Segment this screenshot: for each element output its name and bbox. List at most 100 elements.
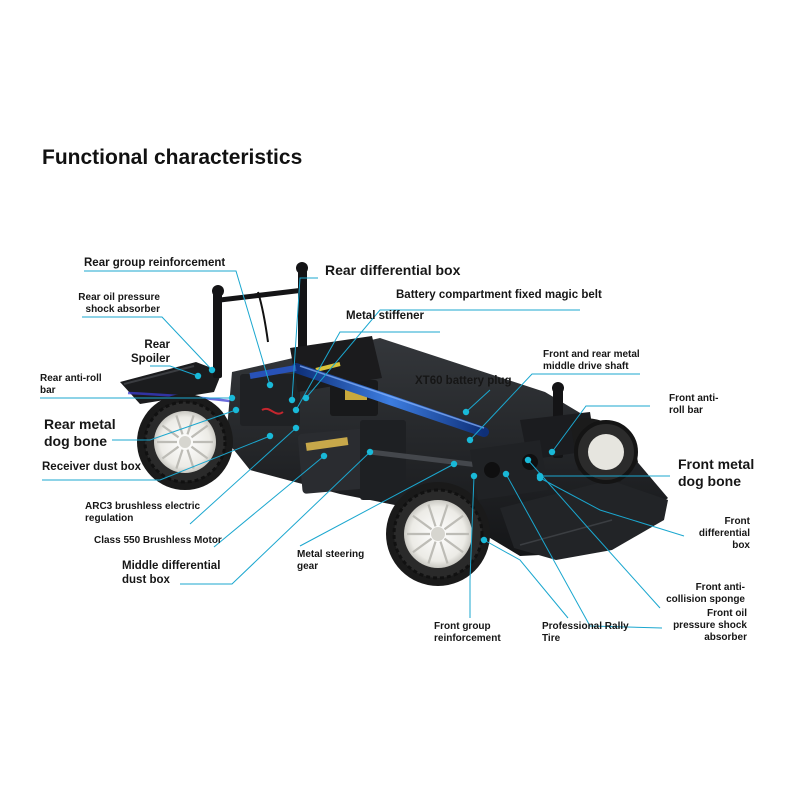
label-rally-tire-line1: Professional Rally [542, 621, 629, 632]
leader-line-front-oil [505, 473, 663, 629]
label-steering-line2: gear [297, 561, 319, 572]
callout-dot-rear-dogbone [232, 406, 240, 414]
label-rear-spoiler-line2: Spoiler [131, 352, 170, 365]
label-arc3-esc: ARC3 brushless electric regulation [85, 501, 200, 525]
label-rear-oil-line2: shock absorber [85, 304, 160, 315]
label-xt60-plug: XT60 battery plug [415, 375, 512, 387]
label-brushless-motor: Class 550 Brushless Motor [94, 535, 222, 546]
label-rear-antiroll: Rear anti-roll bar [40, 373, 102, 397]
leader-line-middle-diff [180, 451, 371, 585]
leader-line-receiver-box [42, 435, 271, 481]
label-rear-spoiler: Rear Spoiler [110, 339, 170, 367]
callout-dot-front-diff [536, 474, 544, 482]
leader-line-front-antiroll [551, 405, 650, 453]
label-rear-oil-line1: Rear oil pressure [78, 292, 160, 303]
callout-dot-rear-oil-shock [208, 366, 216, 374]
leader-line-rear-differential-box [291, 277, 318, 401]
label-rear-group-reinforcement: Rear group reinforcement [84, 257, 226, 269]
callout-dot-rear-antiroll [228, 394, 236, 402]
label-front-dogbone-line1: Front metal [678, 456, 755, 472]
label-sponge-line1: Front anti- [695, 582, 745, 593]
rear-wheel [137, 394, 233, 490]
label-front-oil-shock: Front oil pressure shock absorber [650, 608, 747, 644]
callout-dot-middle-diff [366, 448, 374, 456]
label-rear-spoiler-line1: Rear [144, 339, 170, 351]
label-rally-tire-line2: Tire [542, 633, 561, 644]
leader-line-metal-stiffener [295, 331, 440, 411]
label-rear-dogbone-line1: Rear metal [44, 416, 116, 432]
label-metal-steering-gear: Metal steering gear [297, 549, 364, 573]
label-drive-shaft: Front and rear metal middle drive shaft [543, 349, 640, 373]
label-front-antiroll-line2: roll bar [669, 405, 703, 416]
callout-dot-sponge [524, 456, 532, 464]
leader-line-rear-group-reinforcement [84, 270, 271, 386]
label-drive-shaft-line2: middle drive shaft [543, 361, 629, 372]
label-front-diff-line2: differential [698, 528, 750, 539]
label-front-dog-bone: Front metal dog bone [678, 456, 754, 490]
label-front-anticollision-sponge: Front anti- collision sponge [650, 582, 745, 606]
label-rear-oil-shock: Rear oil pressure shock absorber [60, 292, 160, 316]
label-middle-differential: Middle differential dust box [122, 560, 220, 588]
label-front-group-reinforcement: Front group reinforcement [434, 621, 501, 645]
callout-dot-front-antiroll [548, 448, 556, 456]
leader-line-motor [213, 455, 325, 548]
label-front-antiroll: Front anti- roll bar [669, 393, 718, 417]
label-middle-diff-line1: Middle differential [122, 560, 221, 572]
callout-dot-front-oil [502, 470, 510, 478]
label-arc3-line2: regulation [85, 513, 134, 524]
label-rear-differential-box: Rear differential box [325, 262, 461, 278]
label-front-antiroll-line1: Front anti- [669, 393, 719, 404]
front-left-wheel [386, 482, 490, 586]
label-metal-stiffener: Metal stiffener [346, 310, 424, 322]
leader-line-front-group [469, 475, 475, 618]
callout-dot-steering [450, 460, 458, 468]
label-sponge-line2: collision sponge [666, 594, 745, 605]
label-front-oil-line3: absorber [704, 632, 747, 643]
callout-dot-rear-group-reinforcement [266, 381, 274, 389]
label-receiver-dust-box: Receiver dust box [42, 461, 142, 473]
callout-dot-battery-belt [302, 394, 310, 402]
callout-dot-metal-stiffener [292, 406, 300, 414]
label-front-group-line2: reinforcement [434, 633, 501, 644]
leader-line-rear-oil-shock [82, 316, 213, 371]
label-battery-belt: Battery compartment fixed magic belt [396, 289, 602, 301]
label-rear-antiroll-line1: Rear anti-roll [40, 373, 102, 384]
label-front-dogbone-line2: dog bone [678, 472, 741, 489]
label-front-diff-line3: box [732, 540, 750, 551]
label-front-group-line1: Front group [434, 621, 491, 632]
page-title: Functional characteristics [42, 146, 303, 169]
leader-line-sponge [527, 459, 661, 609]
callout-dot-drive-shaft [466, 436, 474, 444]
label-professional-rally-tire: Professional Rally Tire [542, 621, 629, 645]
label-front-oil-line2: pressure shock [673, 620, 747, 631]
label-front-differential-box: Front differential box [690, 516, 750, 552]
callout-dot-motor [320, 452, 328, 460]
label-steering-line1: Metal steering [297, 549, 365, 560]
label-front-diff-line1: Front [724, 516, 750, 527]
label-front-oil-line1: Front oil [707, 608, 747, 619]
callout-dot-xt60 [462, 408, 470, 416]
callout-dot-receiver-box [266, 432, 274, 440]
callout-dot-rear-differential-box [288, 396, 296, 404]
callout-dot-rear-spoiler [194, 372, 202, 380]
label-rear-dog-bone: Rear metal dog bone [44, 416, 116, 450]
leader-line-battery-belt [305, 309, 580, 399]
leader-line-rear-spoiler [150, 365, 199, 377]
label-middle-diff-line2: dust box [122, 573, 170, 586]
leader-line-front-diff [539, 477, 685, 537]
label-drive-shaft-line1: Front and rear metal [543, 349, 640, 360]
leader-line-rally-tire [483, 539, 569, 619]
leader-line-steering [299, 463, 455, 547]
label-rear-antiroll-line2: bar [40, 385, 56, 396]
leader-line-drive-shaft [469, 373, 640, 441]
leader-line-xt60 [465, 389, 491, 413]
label-arc3-line1: ARC3 brushless electric [85, 501, 201, 512]
callout-dot-front-group [470, 472, 478, 480]
metal-stiffener-bar [291, 363, 489, 437]
callout-dot-rally-tire [480, 536, 488, 544]
label-rear-dogbone-line2: dog bone [44, 432, 107, 449]
leader-line-rear-dogbone [112, 409, 237, 441]
callout-dot-arc3 [292, 424, 300, 432]
